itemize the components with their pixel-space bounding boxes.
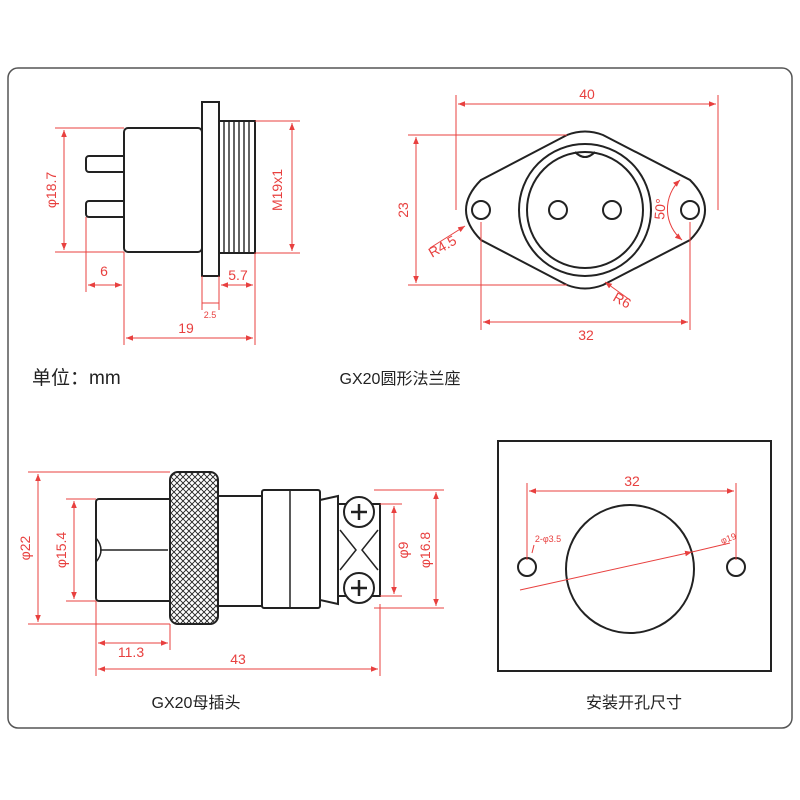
cutout-small-hole-left (517, 557, 537, 577)
socket-outer-ring (518, 143, 652, 277)
contact-hole-left (548, 200, 568, 220)
contact-hole-right (602, 200, 622, 220)
plug-body (217, 495, 265, 607)
dim-plug-total-length: 43 (230, 651, 246, 667)
thread-lines (223, 121, 250, 253)
plug-cable-clamp (319, 494, 339, 606)
plug-knurled-nut (169, 471, 219, 625)
pin-lower (85, 200, 127, 218)
dim-corner-radius: R4.5 (426, 232, 460, 261)
dim-thread-length: 5.7 (228, 267, 248, 283)
dim-pin-length: 6 (100, 263, 108, 279)
dim-flange-height: 23 (395, 202, 411, 218)
cutout-caption: 安装开孔尺寸 (586, 694, 682, 712)
socket-inner-ring (526, 151, 644, 269)
plug-view: φ22 φ15.4 φ9 φ16.8 11.3 43 (17, 471, 444, 676)
outer-frame (7, 67, 793, 729)
dim-angle: 50° (651, 198, 669, 220)
dim-outer-radius: R6 (611, 289, 635, 312)
dim-hole-spacing: 32 (578, 327, 594, 343)
dim-nut-diameter: φ22 (17, 535, 33, 560)
unit-label: 单位：mm (32, 367, 121, 389)
flange-caption: GX20圆形法兰座 (340, 370, 461, 388)
cutout-big-hole (565, 504, 695, 634)
dim-body-diameter: φ18.7 (43, 172, 59, 209)
dim-rear-diameter: φ15.4 (53, 532, 69, 569)
flange-plate (201, 101, 220, 277)
flange-side-view: φ18.7 M19x1 6 5.7 2.5 19 (43, 101, 300, 345)
dim-total-length: 19 (178, 320, 194, 336)
screw-cross-lower (351, 580, 367, 596)
pin-upper (85, 155, 127, 173)
flange-front-view: 40 23 R4.5 R6 50° 32 (395, 86, 719, 343)
dim-clamp-diameter: φ16.8 (417, 532, 433, 569)
mount-hole-right (680, 200, 700, 220)
cutout-small-hole-right (726, 557, 746, 577)
dim-small-holes: 2-φ3.5 (535, 534, 561, 544)
cutout-view: 32 2-φ3.5 φ19 (497, 440, 772, 672)
plug-caption: GX20母插头 (152, 694, 241, 712)
screw-cross-upper (351, 504, 367, 520)
dim-flange-width: 40 (579, 86, 595, 102)
dim-rear-length: 11.3 (118, 644, 144, 660)
dim-flange-thickness: 2.5 (204, 310, 217, 320)
rear-body (123, 127, 203, 253)
dim-thread: M19x1 (269, 169, 285, 211)
dim-cutout-spacing: 32 (624, 473, 640, 489)
dim-cable-diameter: φ9 (395, 541, 411, 558)
plug-clamp-sleeve (261, 489, 321, 609)
socket-key (574, 151, 596, 158)
mount-hole-left (471, 200, 491, 220)
